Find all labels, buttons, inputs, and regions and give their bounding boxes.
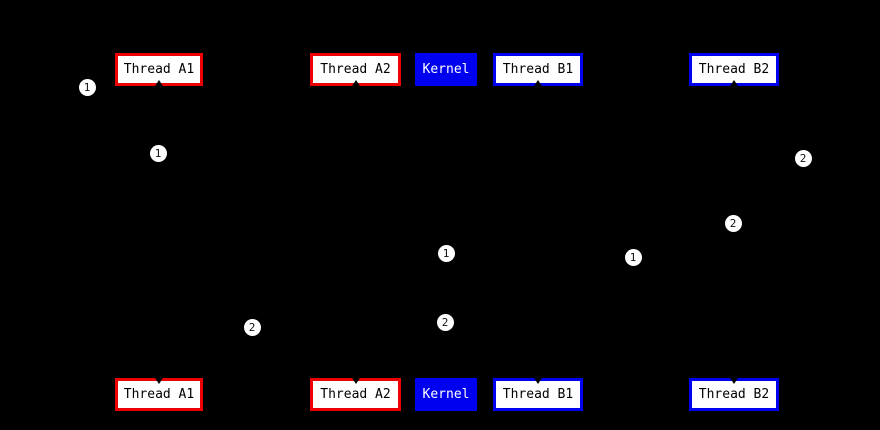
arrowhead-icon xyxy=(730,80,738,86)
bottom-box-thread-b2: Thread B2 xyxy=(689,378,779,411)
box-label: Kernel xyxy=(422,62,470,77)
step-marker-1: 1 xyxy=(437,244,455,262)
step-marker-2: 2 xyxy=(243,318,261,336)
top-box-thread-a1: Thread A1 xyxy=(115,53,203,86)
arrowhead-icon xyxy=(534,80,542,86)
arrowhead-icon xyxy=(351,80,360,86)
box-label: Thread A2 xyxy=(320,62,391,77)
box-label: Thread A1 xyxy=(123,387,195,402)
bottom-box-thread-a1: Thread A1 xyxy=(115,378,203,411)
box-label: Thread B1 xyxy=(502,62,574,77)
bottom-box-thread-b1: Thread B1 xyxy=(493,378,583,411)
step-marker-1: 1 xyxy=(624,248,642,266)
arrowhead-icon xyxy=(351,378,360,384)
box-label: Thread A1 xyxy=(123,62,195,77)
arrowhead-icon xyxy=(534,378,542,384)
box-label: Kernel xyxy=(422,387,470,402)
bottom-box-kernel: Kernel xyxy=(415,378,477,411)
box-label: Thread A2 xyxy=(320,387,391,402)
top-box-thread-b2: Thread B2 xyxy=(689,53,779,86)
top-box-thread-a2: Thread A2 xyxy=(310,53,401,86)
box-label: Thread B1 xyxy=(502,387,574,402)
bottom-box-thread-a2: Thread A2 xyxy=(310,378,401,411)
top-box-thread-b1: Thread B1 xyxy=(493,53,583,86)
step-marker-2: 2 xyxy=(436,313,454,331)
arrowhead-icon xyxy=(155,378,163,384)
top-box-kernel: Kernel xyxy=(415,53,477,86)
arrowhead-icon xyxy=(155,80,163,86)
step-marker-2: 2 xyxy=(724,214,742,232)
arrowhead-icon xyxy=(730,378,738,384)
box-label: Thread B2 xyxy=(698,387,770,402)
box-label: Thread B2 xyxy=(698,62,770,77)
step-marker-1: 1 xyxy=(149,144,167,162)
step-marker-2: 2 xyxy=(794,149,812,167)
step-marker-1: 1 xyxy=(78,78,96,96)
